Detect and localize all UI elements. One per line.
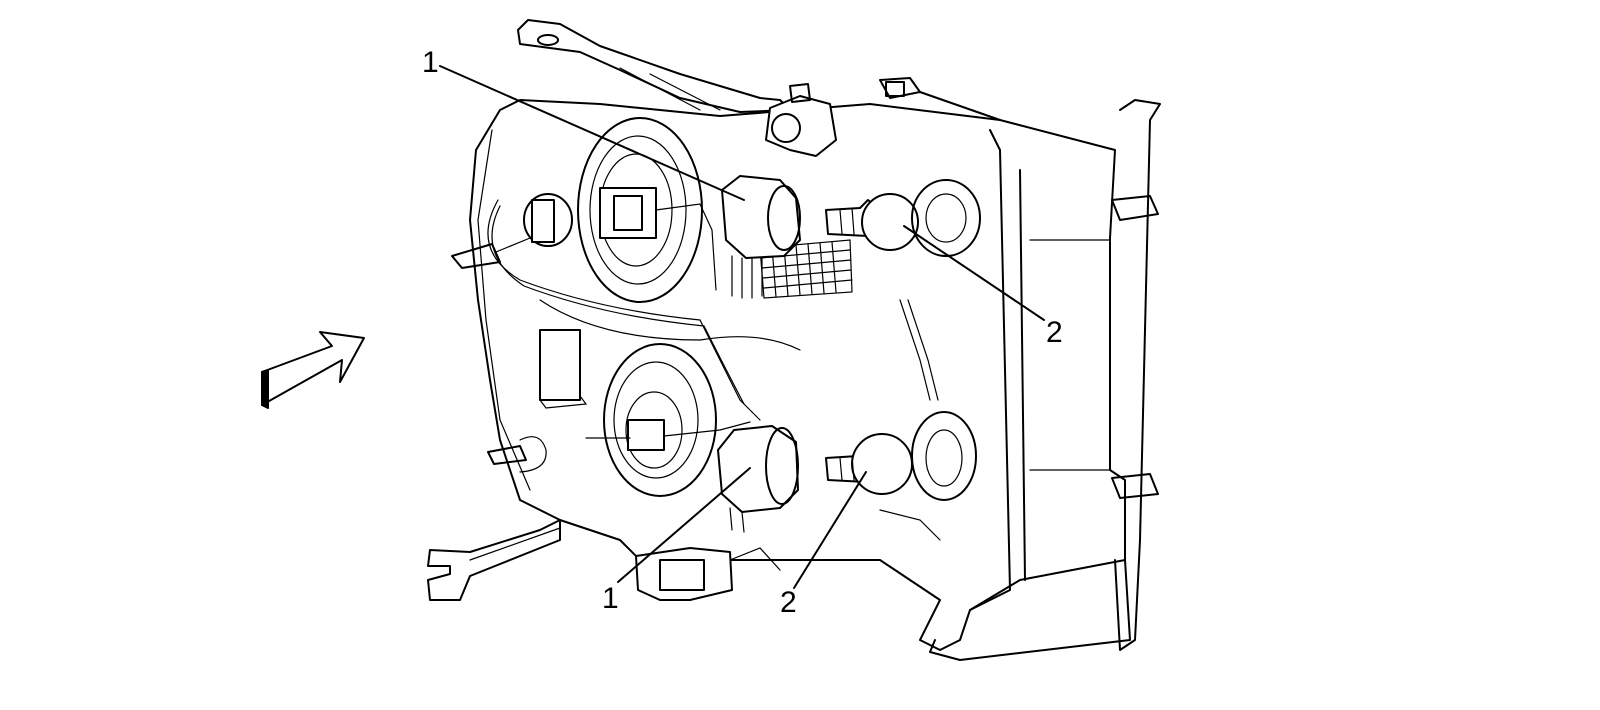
lower-side-lamp [487,436,547,473]
callout-leader-lines [439,65,1045,589]
upper-vent-opening [911,179,981,257]
callout-label-2-lower: 2 [780,586,797,619]
leader-2-lower [793,471,867,589]
bottom-connector [635,547,781,601]
upper-bulb [825,193,919,251]
lower-bulb [825,433,913,495]
lamp-housing [469,77,1161,661]
callout-label-1-upper: 1 [422,46,439,79]
direction-arrow-icon [261,331,365,409]
lower-bulb-socket [717,425,799,533]
upper-headlamp-socket [577,117,717,303]
housing-label-block [539,329,588,409]
upper-bulb-socket [721,175,801,299]
upper-mounting-bracket [517,19,791,113]
leader-1-upper [439,65,745,201]
vent-grid [759,239,853,299]
callout-label-1-lower: 1 [602,582,619,615]
leader-2-upper [903,225,1045,321]
wiring-harness [487,199,941,541]
lower-vent-opening [911,411,977,501]
upper-side-lamp [451,193,573,269]
lower-mounting-bracket [427,519,561,601]
top-connector [765,83,837,157]
lower-headlamp-socket [585,343,751,497]
leader-1-lower [617,467,751,583]
callout-label-2-upper: 2 [1046,316,1063,349]
